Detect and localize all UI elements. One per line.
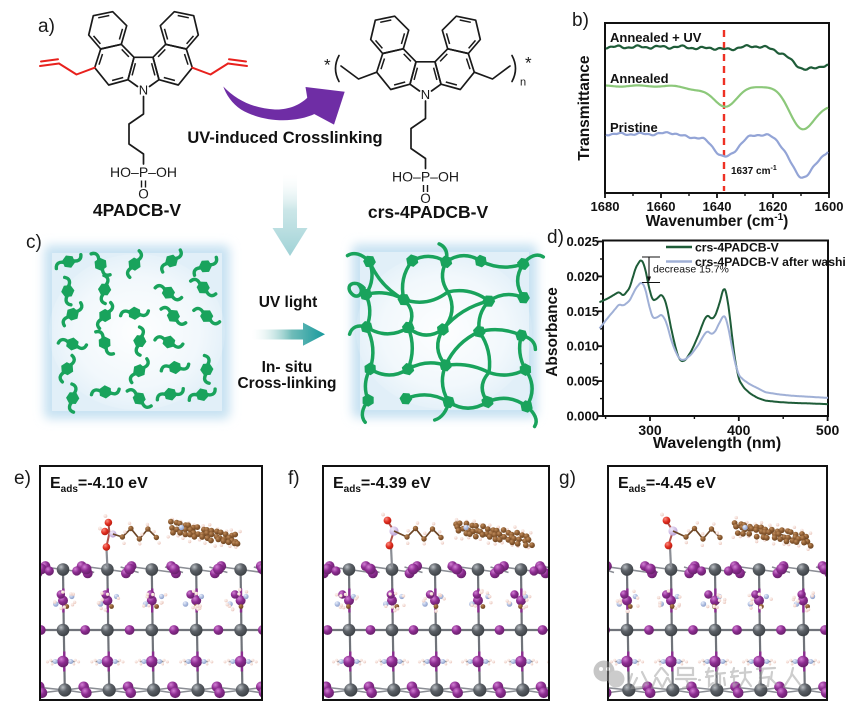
svg-text:1660: 1660 [647,199,676,214]
svg-text:N: N [421,87,430,102]
svg-text:300: 300 [638,422,662,438]
svg-text:4PADCB-V: 4PADCB-V [93,200,181,220]
svg-text:g): g) [559,468,576,489]
svg-text:1640: 1640 [703,199,732,214]
svg-text:b): b) [572,10,589,31]
svg-text:O: O [138,187,149,202]
svg-text:0.015: 0.015 [566,304,599,319]
svg-text:400: 400 [727,422,751,438]
svg-text:500: 500 [816,422,840,438]
svg-text:HO–P–OH: HO–P–OH [392,169,459,185]
svg-text:0.025: 0.025 [566,234,599,249]
svg-text:UV-induced Crosslinking: UV-induced Crosslinking [187,129,382,147]
svg-text:0.010: 0.010 [566,339,599,354]
svg-text:HO–P–OH: HO–P–OH [110,164,177,180]
svg-text:N: N [139,83,148,98]
svg-text:e): e) [14,468,31,489]
svg-text:O: O [420,191,431,206]
svg-text:*: * [324,56,331,75]
svg-text:1637 cm-1: 1637 cm-1 [731,165,777,177]
svg-text:1600: 1600 [815,199,844,214]
svg-text:UV light: UV light [259,294,318,311]
svg-text:1680: 1680 [591,199,620,214]
svg-text:0.020: 0.020 [566,269,599,284]
svg-text:f): f) [288,468,300,489]
svg-text:Annealed: Annealed [610,71,669,86]
svg-text:decrease 15.7%: decrease 15.7% [653,264,729,276]
svg-text:crs-4PADCB-V after washing: crs-4PADCB-V after washing [695,255,846,269]
svg-text:crs-4PADCB-V: crs-4PADCB-V [695,241,780,255]
svg-text:Wavenumber (cm-1): Wavenumber (cm-1) [646,212,789,230]
svg-text:0.005: 0.005 [566,374,599,389]
svg-text:Absorbance: Absorbance [544,287,561,377]
svg-text:1620: 1620 [759,199,788,214]
svg-text:Annealed + UV: Annealed + UV [610,30,702,45]
svg-text:*: * [525,54,532,73]
svg-text:n: n [520,77,526,89]
svg-text:crs-4PADCB-V: crs-4PADCB-V [368,202,489,222]
svg-text:c): c) [26,232,42,253]
svg-text:Cross-linking: Cross-linking [237,375,336,392]
svg-text:Pristine: Pristine [610,120,658,135]
svg-text:d): d) [547,227,564,248]
svg-text:In- situ: In- situ [262,359,313,376]
svg-text:Wavelength (nm): Wavelength (nm) [653,435,781,452]
svg-text:0.000: 0.000 [566,409,599,424]
svg-text:a): a) [38,16,55,37]
svg-text:Transmittance: Transmittance [576,55,593,160]
